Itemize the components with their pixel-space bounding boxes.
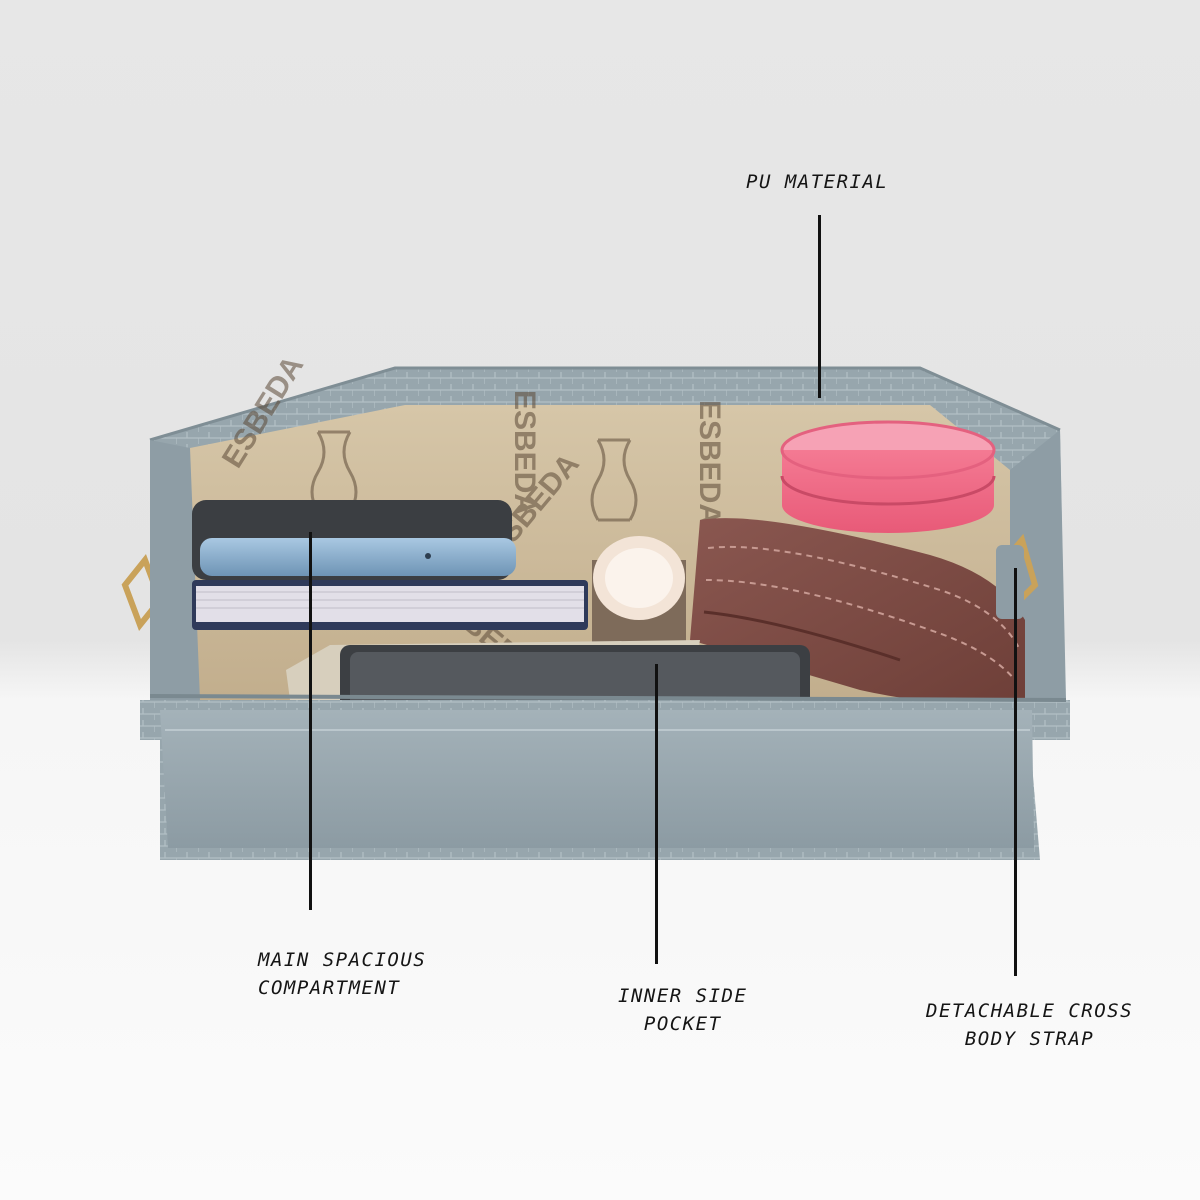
leader-line-main-compartment [309, 532, 312, 910]
callout-main-compartment-line2: COMPARTMENT [258, 977, 401, 999]
lining-brand-print: ESBEDA [693, 400, 726, 525]
callout-inner-pocket-line1: INNER SIDE [618, 985, 748, 1007]
leader-line-inner-pocket [655, 664, 658, 964]
callout-cross-body-strap-line2: BODY STRAP [964, 1028, 1095, 1050]
callout-main-compartment: MAIN SPACIOUS COMPARTMENT [258, 946, 426, 1002]
strap-tab-right [996, 545, 1024, 619]
lipstick [592, 536, 686, 650]
callout-pu-material-text: PU MATERIAL [746, 171, 889, 193]
leader-line-cross-body-strap [1014, 568, 1017, 976]
callout-cross-body-strap: DETACHABLE CROSS BODY STRAP [926, 997, 1133, 1053]
callout-inner-pocket-line2: POCKET [643, 1013, 722, 1035]
callout-cross-body-strap-line1: DETACHABLE CROSS [926, 1000, 1134, 1022]
leader-line-pu-material [818, 215, 821, 398]
callout-main-compartment-line1: MAIN SPACIOUS [258, 949, 427, 971]
pink-compact [780, 420, 996, 533]
lining-brand-print: ESBEDA [508, 390, 541, 515]
phone [192, 500, 516, 580]
bag-front-panel [140, 694, 1070, 860]
callout-inner-pocket: INNER SIDE POCKET [618, 982, 747, 1038]
notebook [192, 580, 588, 630]
strap-tab-left [150, 560, 182, 630]
callout-pu-material: PU MATERIAL [746, 168, 888, 196]
